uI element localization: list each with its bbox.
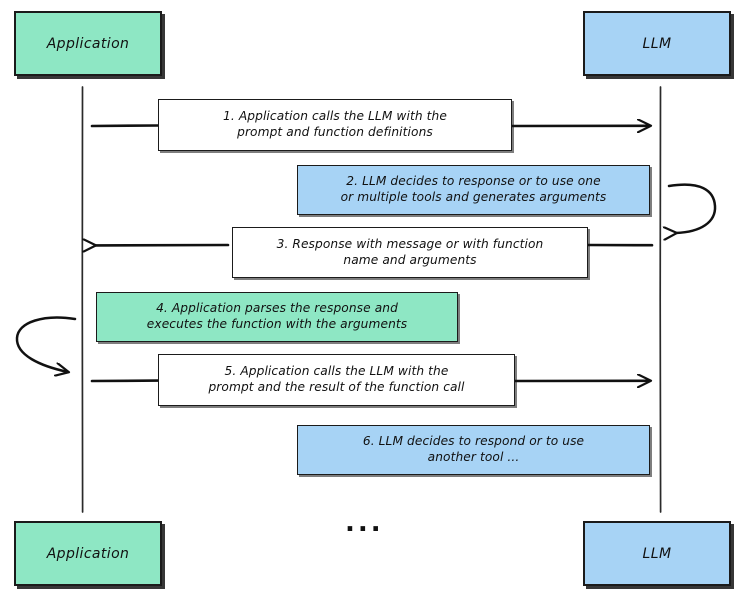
- step-6-line-2: another tool ...: [427, 450, 520, 464]
- step-4-message-box[interactable]: 4. Application parses the response and e…: [96, 292, 458, 342]
- step-5-line-2: prompt and the result of the function ca…: [208, 380, 465, 394]
- step-3-line-1: 3. Response with message or with functio…: [276, 236, 544, 251]
- step-4-line-1: 4. Application parses the response and: [156, 301, 398, 316]
- step-2-line-1: 2. LLM decides to response or to use one: [346, 174, 601, 189]
- step-1-text: 1. Application calls the LLM with the pr…: [223, 109, 447, 140]
- step-4-text: 4. Application parses the response and e…: [147, 301, 407, 332]
- step-6-line-1: 6. LLM decides to respond or to use: [362, 434, 585, 449]
- participant-llm-top[interactable]: LLM: [583, 11, 731, 76]
- step-5-line-1: 5. Application calls the LLM with the: [224, 364, 449, 379]
- step-4-line-2: executes the function with the arguments: [146, 317, 408, 331]
- step-3-message-box[interactable]: 3. Response with message or with functio…: [232, 227, 588, 278]
- participant-label: LLM: [642, 35, 672, 52]
- arrow-step-2-self-loop: [669, 183, 717, 233]
- step-1-line-2: prompt and function definitions: [237, 125, 433, 139]
- step-6-text: 6. LLM decides to respond or to use anot…: [363, 434, 584, 465]
- continuation-ellipsis: ...: [345, 508, 384, 538]
- step-3-line-2: name and arguments: [343, 252, 477, 267]
- step-5-text: 5. Application calls the LLM with the pr…: [208, 364, 464, 395]
- participant-application-top[interactable]: Application: [14, 11, 162, 76]
- step-6-message-box[interactable]: 6. LLM decides to respond or to use anot…: [297, 425, 650, 475]
- step-1-line-1: 1. Application calls the LLM with the: [223, 109, 447, 124]
- participant-application-bottom[interactable]: Application: [14, 521, 162, 586]
- participant-llm-bottom[interactable]: LLM: [583, 521, 731, 586]
- step-2-line-2: or multiple tools and generates argument…: [340, 190, 607, 204]
- participant-label: LLM: [642, 545, 672, 562]
- step-5-message-box[interactable]: 5. Application calls the LLM with the pr…: [158, 354, 515, 406]
- participant-label: Application: [46, 35, 130, 52]
- arrow-step-4-self-loop: [15, 316, 77, 372]
- step-3-text: 3. Response with message or with functio…: [277, 237, 544, 268]
- step-1-message-box[interactable]: 1. Application calls the LLM with the pr…: [158, 99, 512, 151]
- participant-label: Application: [46, 545, 130, 562]
- step-2-text: 2. LLM decides to response or to use one…: [341, 174, 607, 205]
- step-2-message-box[interactable]: 2. LLM decides to response or to use one…: [297, 165, 650, 215]
